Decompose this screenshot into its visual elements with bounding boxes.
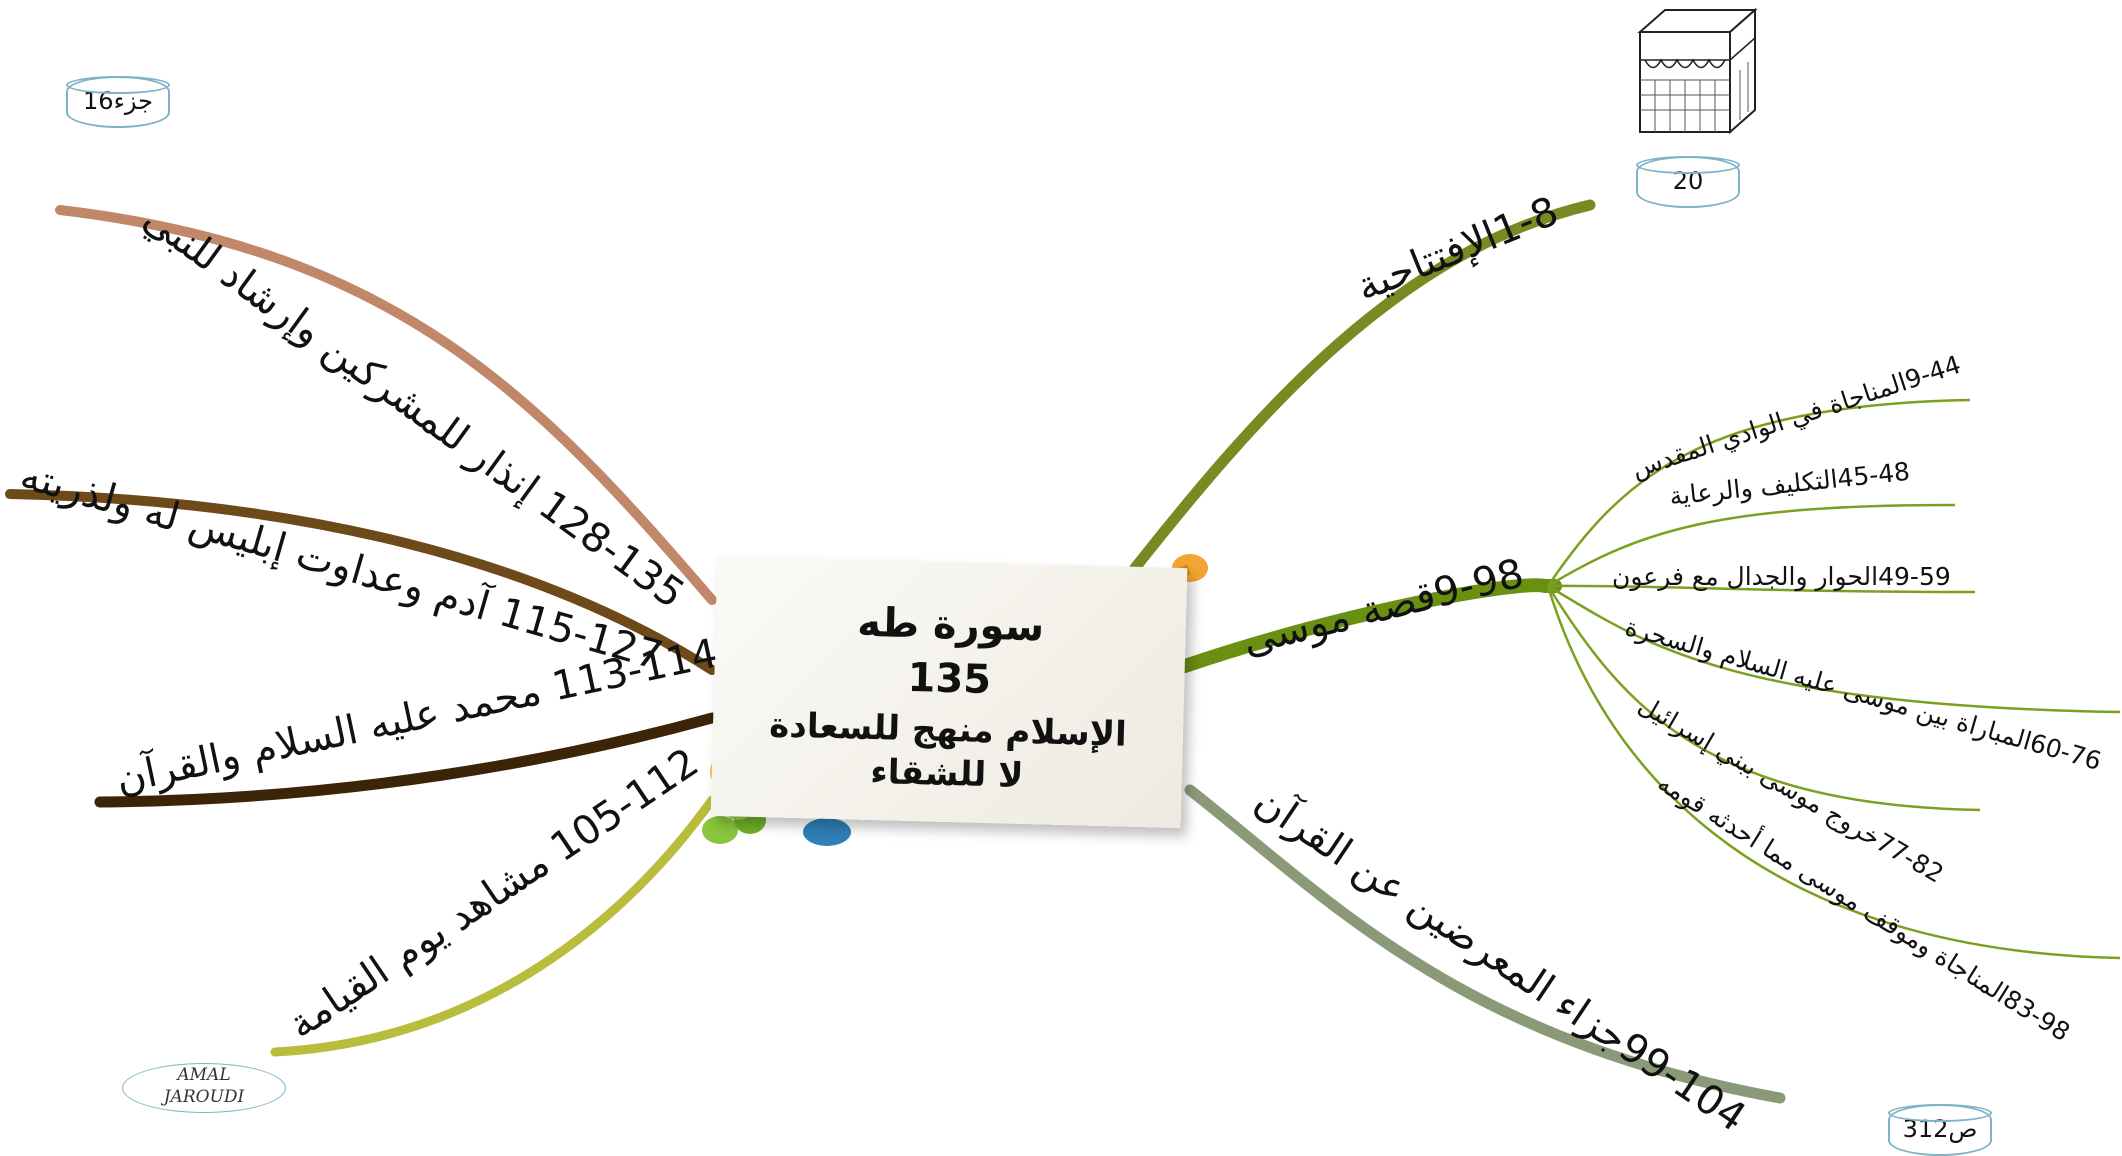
surah-title: سورة طه <box>856 599 1045 651</box>
branch-turn-away-line <box>1184 784 1786 1104</box>
central-note: سورة طه 135 الإسلام منهج للسعادة لا للشق… <box>710 555 1188 829</box>
juz-badge: جزء16 <box>66 76 170 128</box>
author-line-1: AMAL <box>177 1065 231 1085</box>
branch-adam-line <box>5 489 717 675</box>
hizb-badge: 20 <box>1636 156 1740 208</box>
author-signature: AMAL JAROUDI <box>122 1063 286 1113</box>
theme-line-2: لا للشقاء <box>869 751 1024 796</box>
theme-line-1: الإسلام منهج للسعادة <box>768 705 1128 755</box>
kaaba-icon <box>1637 7 1758 135</box>
verse-count: 135 <box>907 654 992 704</box>
branch-musa-line <box>1178 578 1562 673</box>
branch-muhammad-line <box>94 712 718 808</box>
author-line-2: JAROUDI <box>163 1087 245 1107</box>
page-badge: ص312 <box>1888 1104 1992 1156</box>
branch-resurrection-line <box>270 795 717 1057</box>
branch-warning-line <box>55 205 717 605</box>
branch-opening-line <box>1129 199 1596 574</box>
subbranch-lines <box>1546 398 2121 960</box>
subbranch-label-3: 49-59الحوار والجدال مع فرعون <box>1612 562 1951 591</box>
